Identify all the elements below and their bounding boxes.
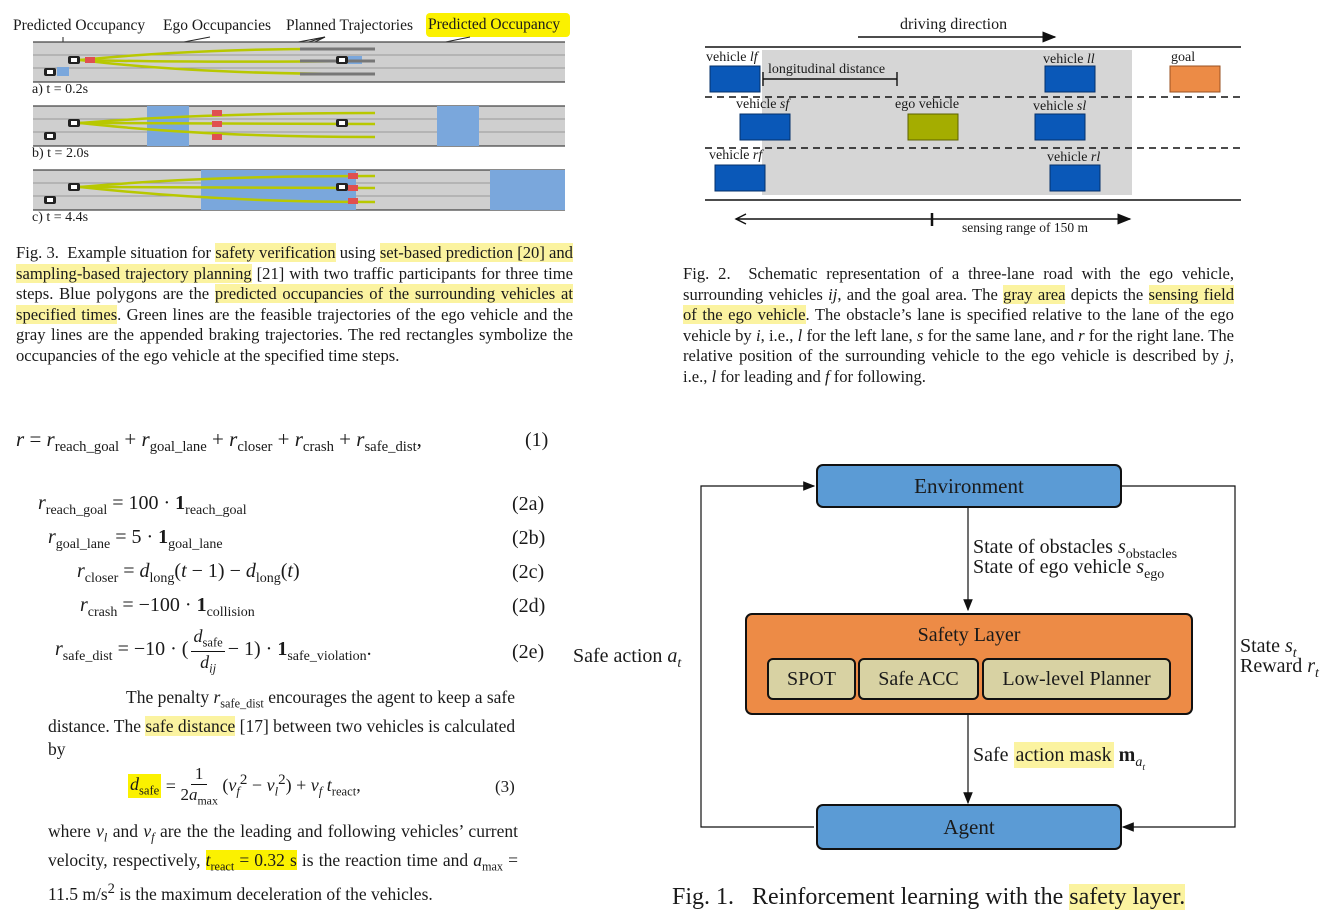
fig2-vehicle-rl: vehicle rl bbox=[1047, 150, 1101, 165]
fig3-label-pred-occ-left: Predicted Occupancy bbox=[13, 17, 146, 34]
fig2-vehicle-sl: vehicle sl bbox=[1033, 99, 1087, 114]
equation-2d: rcrash = −100 · 1collision bbox=[80, 594, 255, 620]
fig2-driving-direction: driving direction bbox=[900, 16, 1008, 33]
safety-layer-box[interactable]: Safety Layer SPOT Safe ACC Low-level Pla… bbox=[745, 613, 1193, 715]
fig2-goal-label: goal bbox=[1171, 50, 1196, 65]
fig3-panel-c-label: c) t = 4.4s bbox=[32, 210, 89, 225]
state-label: State st bbox=[1240, 635, 1297, 661]
equation-2b: rgoal_lane = 5 · 1goal_lane bbox=[48, 526, 223, 552]
spot-module[interactable]: SPOT bbox=[767, 658, 856, 700]
agent-box[interactable]: Agent bbox=[816, 804, 1122, 850]
agent-label: Agent bbox=[943, 815, 995, 839]
fig1-caption: Fig. 1. Reinforcement learning with the … bbox=[672, 884, 1186, 910]
equation-2c: rcloser = dlong(t − 1) − dlong(t) bbox=[77, 560, 300, 586]
fig3-caption: Fig. 3. Example situation for safety ver… bbox=[16, 243, 574, 365]
safe-action-mask-label: Safe action mask mat bbox=[973, 742, 1146, 773]
state-ego-label: State of ego vehicle sego bbox=[973, 556, 1165, 582]
low-level-planner-module[interactable]: Low-level Planner bbox=[982, 658, 1171, 700]
paragraph-penalty: The penalty rsafe_dist encourages the ag… bbox=[48, 687, 516, 759]
fig3-panel-a bbox=[33, 41, 565, 83]
fig1-arrows bbox=[700, 481, 1236, 832]
fig3-panel-a-label: a) t = 0.2s bbox=[32, 82, 89, 97]
fig2-vehicle-ll: vehicle ll bbox=[1043, 52, 1095, 67]
fig3-label-planned: Planned Trajectories bbox=[286, 17, 413, 34]
safe-acc-module[interactable]: Safe ACC bbox=[858, 658, 979, 700]
equation-2c-number: (2c) bbox=[512, 561, 545, 583]
fig3-label-ego-occ: Ego Occupancies bbox=[163, 17, 272, 34]
fig2-longitudinal-distance: longitudinal distance bbox=[768, 62, 886, 77]
equation-2a-number: (2a) bbox=[512, 493, 545, 515]
fig3-caption-prefix: Fig. 3. bbox=[16, 243, 59, 262]
fig3-label-pred-occ-right: Predicted Occupancy bbox=[426, 13, 571, 37]
equation-2e-number: (2e) bbox=[512, 641, 545, 663]
fig2-vehicle-lf: vehicle lf bbox=[706, 50, 758, 65]
fig3-panel-c bbox=[33, 169, 565, 211]
equation-1: r = rreach_goal + rgoal_lane + rcloser +… bbox=[16, 427, 422, 456]
fig2-vehicle-rf: vehicle rf bbox=[709, 148, 763, 163]
fig3-panel-b-label: b) t = 2.0s bbox=[32, 146, 89, 161]
fig2-vehicle-sf: vehicle sf bbox=[736, 97, 790, 112]
equation-3-number: (3) bbox=[495, 777, 515, 796]
fig2-ego-vehicle-label: ego vehicle bbox=[895, 97, 960, 112]
equation-2b-number: (2b) bbox=[512, 527, 546, 549]
state-obstacles-label: State of obstacles sobstacles bbox=[973, 536, 1178, 562]
fig2-road-schematic bbox=[705, 31, 1241, 226]
equation-1-number: (1) bbox=[525, 429, 549, 451]
environment-label: Environment bbox=[914, 474, 1024, 498]
reward-label: Reward rt bbox=[1240, 655, 1319, 681]
environment-box[interactable]: Environment bbox=[816, 464, 1122, 508]
fig2-sensing-range: sensing range of 150 m bbox=[962, 220, 1088, 235]
safety-layer-label: Safety Layer bbox=[917, 624, 1021, 646]
fig3-panel-b bbox=[33, 105, 565, 147]
paragraph-where: where vl and vf are the the leading and … bbox=[48, 821, 518, 904]
equation-2a: rreach_goal = 100 · 1reach_goal bbox=[38, 492, 247, 518]
safe-action-label: Safe action at bbox=[573, 645, 682, 671]
fig2-caption: Fig. 2. Schematic representation of a th… bbox=[683, 264, 1234, 386]
fig3-road-figure bbox=[33, 36, 565, 211]
equation-2d-number: (2d) bbox=[512, 595, 546, 617]
